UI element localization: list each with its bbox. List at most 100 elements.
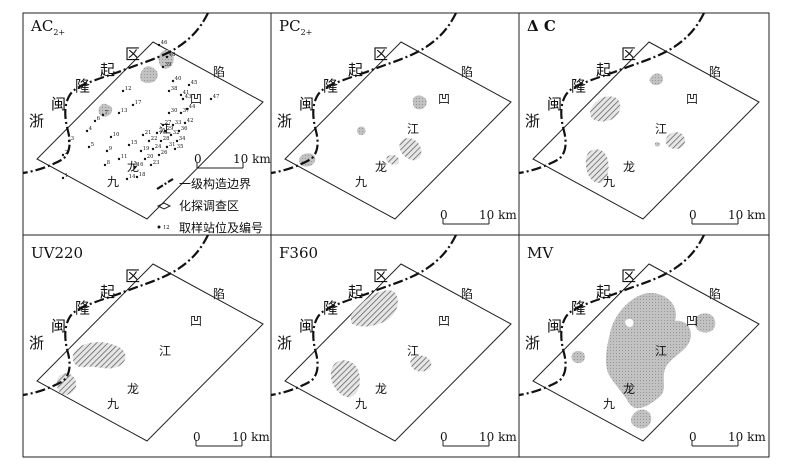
region-char: 闽	[51, 95, 66, 113]
anomaly-dotted	[357, 126, 366, 136]
depression-char: 龙	[623, 160, 635, 174]
scale-start: 0	[440, 208, 448, 222]
region-char: 隆	[323, 77, 338, 95]
station-dot	[85, 129, 89, 133]
depression-char: 陷	[461, 64, 473, 79]
region-char: 起	[596, 61, 611, 79]
station-number: 5	[91, 142, 94, 148]
station-dot	[127, 143, 131, 147]
scale-bar: 0 10 km	[193, 430, 270, 447]
anomaly-hatched	[330, 360, 360, 398]
region-char: 浙	[29, 112, 44, 130]
anomaly-dotted	[412, 95, 427, 110]
sampling-stations: 1234567891011121314151617181920212223242…	[61, 40, 219, 181]
region-char: 闽	[299, 95, 314, 113]
depression-char: 九	[355, 397, 367, 411]
region-char: 浙	[525, 112, 540, 130]
station-dot	[161, 123, 165, 127]
anomaly-hatched	[386, 154, 399, 165]
legend-survey-label: 化探调查区	[179, 199, 239, 213]
station-dot	[143, 157, 147, 161]
survey-area-outline	[532, 41, 760, 220]
region-char: 隆	[571, 77, 586, 95]
anomaly-hatched	[585, 149, 609, 183]
panel-frame	[270, 234, 520, 458]
station-dot	[125, 177, 129, 181]
station-number: 48	[169, 52, 176, 58]
depression-char: 九	[107, 397, 119, 411]
station-dot	[147, 139, 151, 143]
anomaly-hatched	[410, 355, 432, 372]
depression-char: 陷	[709, 286, 721, 301]
depression-char: 陷	[213, 64, 225, 79]
panel-f360: F360 浙 闽 隆 起 区 九 龙 江 凹 陷 0 10 km	[270, 234, 520, 458]
scale-end: 10 km	[728, 208, 766, 222]
station-number: 23	[153, 160, 160, 166]
station-dot	[159, 139, 163, 143]
station-number: 40	[175, 76, 182, 82]
region-char: 隆	[323, 299, 338, 317]
station-dot	[139, 149, 143, 153]
station-number: 36	[181, 126, 188, 132]
station-dot	[171, 79, 175, 83]
structural-boundary	[518, 12, 705, 175]
scale-bar: 0 10 km	[689, 208, 766, 225]
depression-char: 凹	[438, 92, 450, 106]
station-dot	[117, 111, 121, 115]
scale-end: 10 km	[728, 430, 766, 444]
station-dot	[175, 139, 179, 143]
depression-char: 江	[407, 344, 419, 358]
station-number: 22	[151, 136, 158, 142]
station-number: 41	[183, 90, 190, 96]
panel-mv: MV 浙 闽 隆 起 区 九 龙 江 凹 陷 0 10 km	[518, 234, 770, 458]
region-char: 区	[373, 267, 388, 285]
region-char: 区	[621, 45, 636, 63]
station-number: 17	[135, 100, 142, 106]
region-char: 浙	[277, 112, 292, 130]
panel-title: F360	[279, 244, 318, 262]
scale-end: 10 km	[233, 152, 271, 166]
station-dot	[61, 153, 65, 157]
station-dot	[167, 89, 171, 93]
scale-start: 0	[689, 208, 697, 222]
station-number: 33	[175, 120, 182, 126]
survey-area-outline	[532, 263, 760, 442]
depression-char: 江	[655, 344, 667, 358]
station-number: 29	[167, 126, 174, 132]
anomaly-dotted	[139, 66, 158, 84]
panel-frame	[22, 12, 272, 236]
anomaly-dotted	[655, 142, 661, 147]
station-dot	[165, 145, 169, 149]
panel-ac: AC2+ 浙 闽 隆 起 区 九 龙 江 凹 陷 123456789101112…	[22, 12, 272, 236]
depression-char: 凹	[438, 314, 450, 328]
region-char: 闽	[51, 317, 66, 335]
depression-char: 九	[603, 397, 615, 411]
station-number: 24	[155, 144, 162, 150]
panel-frame	[22, 234, 272, 458]
anomaly-dotted	[694, 313, 716, 333]
anomaly-hatched	[399, 138, 422, 161]
station-number: 12	[125, 86, 132, 92]
station-dot	[187, 83, 191, 87]
structural-boundary	[518, 234, 705, 397]
station-dot	[167, 111, 171, 115]
anomaly-hatched	[72, 342, 126, 369]
anomaly-dotted	[649, 73, 663, 86]
depression-char: 凹	[686, 92, 698, 106]
station-number: 3	[71, 136, 74, 142]
station-number: 37	[183, 108, 190, 114]
region-char: 区	[373, 45, 388, 63]
station-number: 26	[161, 150, 168, 156]
scale-bar: 0 10 km	[440, 430, 517, 447]
station-dot	[135, 175, 139, 179]
station-dot	[109, 135, 113, 139]
panel-frame	[518, 12, 770, 236]
station-dot	[61, 176, 65, 180]
station-number: 39	[165, 62, 172, 68]
station-number: 4	[89, 126, 93, 132]
region-char: 闽	[299, 317, 314, 335]
station-dot	[131, 103, 135, 107]
region-char: 区	[125, 267, 140, 285]
station-number: 31	[169, 142, 176, 148]
station-number: 44	[189, 104, 196, 110]
